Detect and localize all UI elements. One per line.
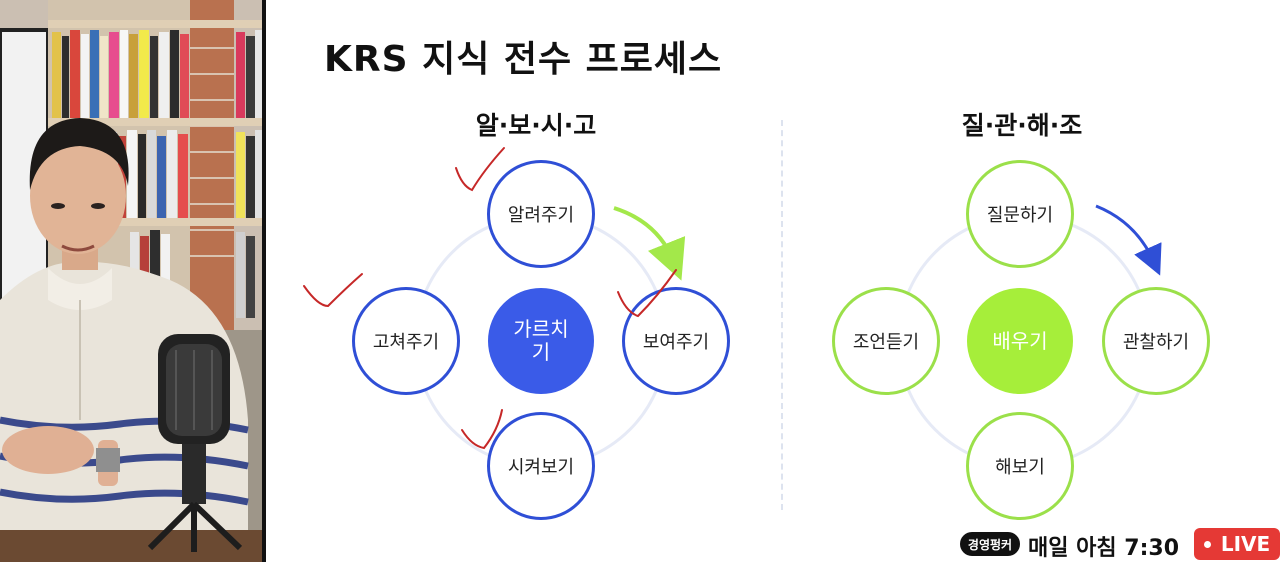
section-divider bbox=[781, 120, 783, 510]
broadcast-badge: 경영펑커 매일 아침 7:30 LIVE bbox=[958, 526, 1280, 562]
node-label: 조언듣기 bbox=[852, 332, 920, 353]
node-label: 해보기 bbox=[995, 457, 1045, 478]
node-sikyeobogi: 시켜보기 bbox=[487, 412, 595, 520]
webcam-scene bbox=[0, 0, 264, 562]
node-label: 질문하기 bbox=[986, 205, 1054, 226]
node-boyeojugi: 보여주기 bbox=[622, 287, 730, 395]
check-mark-icon bbox=[303, 273, 363, 308]
node-label: 시켜보기 bbox=[507, 457, 575, 478]
node-label: 관찰하기 bbox=[1122, 332, 1190, 353]
slide-title: KRS 지식 전수 프로세스 bbox=[324, 39, 723, 80]
node-label: 고쳐주기 bbox=[372, 332, 440, 353]
channel-logo: 경영펑커 bbox=[958, 530, 1022, 558]
live-dot-icon bbox=[1203, 540, 1211, 548]
live-label: LIVE bbox=[1220, 532, 1271, 556]
node-gochyeojugi: 고쳐주기 bbox=[352, 287, 460, 395]
node-allyeojugi: 알려주기 bbox=[487, 160, 595, 268]
live-badge: LIVE bbox=[1194, 528, 1280, 560]
right-section-heading: 질·관·해·조 bbox=[961, 111, 1083, 140]
node-joeondeutgi: 조언듣기 bbox=[832, 287, 940, 395]
left-section-heading: 알·보·시·고 bbox=[475, 111, 597, 140]
presentation-slide: KRS 지식 전수 프로세스 알·보·시·고 알려주기 보여주기 시켜보기 고쳐… bbox=[266, 0, 1280, 562]
node-gwanchalhagi: 관찰하기 bbox=[1102, 287, 1210, 395]
node-haebogi: 해보기 bbox=[966, 412, 1074, 520]
node-label: 보여주기 bbox=[642, 332, 710, 353]
center-node-baeugi: 배우기 bbox=[967, 288, 1073, 394]
webcam-feed bbox=[0, 0, 264, 562]
broadcast-schedule: 매일 아침 7:30 bbox=[1028, 536, 1179, 561]
microphone-icon bbox=[147, 334, 243, 552]
webcam-divider bbox=[262, 0, 266, 562]
node-label: 알려주기 bbox=[507, 205, 575, 226]
center-node-gareuchigi: 가르치 기 bbox=[488, 288, 594, 394]
node-jilmunhagi: 질문하기 bbox=[966, 160, 1074, 268]
